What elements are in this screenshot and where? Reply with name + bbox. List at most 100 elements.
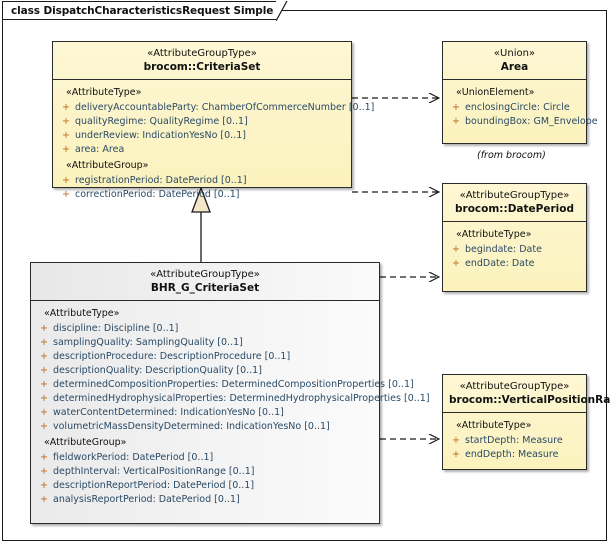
class-header-verticalpositionrange: «AttributeGroupType» brocom::VerticalPos… [443,375,611,413]
class-stereotype: «Union» [493,48,536,59]
attribute-signature: waterContentDetermined: IndicationYesNo … [53,407,284,418]
attribute-signature: descriptionQuality: DescriptionQuality [… [53,365,262,376]
attribute-row: + correctionPeriod: DatePeriod [0..1] [57,188,347,202]
visibility-marker: + [452,435,460,446]
attribute-signature: begindate: Date [465,244,542,255]
visibility-marker: + [62,175,70,186]
attribute-signature: analysisReportPeriod: DatePeriod [0..1] [53,494,240,505]
visibility-marker: + [40,337,48,348]
diagram-title: class DispatchCharacteristicsRequest Sim… [11,4,274,17]
class-stereotype: «AttributeGroupType» [459,190,570,201]
visibility-marker: + [40,421,48,432]
class-name: brocom::VerticalPositionRange [449,394,611,406]
class-box-dateperiod[interactable]: «AttributeGroupType» brocom::DatePeriod … [442,183,587,292]
class-note-area: (from brocom) [477,150,546,161]
attribute-row: + analysisReportPeriod: DatePeriod [0..1… [35,493,375,507]
visibility-marker: + [40,480,48,491]
attribute-row: + qualityRegime: QualityRegime [0..1] [57,115,347,129]
attribute-signature: determinedHydrophysicalProperties: Deter… [53,393,430,404]
attribute-signature: enclosingCircle: Circle [465,102,570,113]
class-box-verticalpositionrange[interactable]: «AttributeGroupType» brocom::VerticalPos… [442,374,611,470]
attribute-group-label: «AttributeType» [456,229,532,240]
class-header-area: «Union» Area [443,42,586,80]
class-stereotype: «AttributeGroupType» [459,381,570,392]
attribute-signature: qualityRegime: QualityRegime [0..1] [75,116,248,127]
attribute-row: + begindate: Date [447,243,582,257]
visibility-marker: + [452,102,460,113]
visibility-marker: + [40,466,48,477]
visibility-marker: + [62,130,70,141]
attribute-group-label: «AttributeType» [66,87,142,98]
diagram-title-tab: class DispatchCharacteristicsRequest Sim… [2,1,288,21]
attribute-row: + deliveryAccountableParty: ChamberOfCom… [57,101,374,115]
class-name: Area [500,61,529,73]
attribute-row: + determinedHydrophysicalProperties: Det… [35,392,430,406]
class-body-area: «UnionElement» + enclosingCircle: Circle… [443,80,598,135]
visibility-marker: + [62,189,70,200]
attribute-row: + volumetricMassDensityDetermined: Indic… [35,420,375,434]
attribute-signature: fieldworkPeriod: DatePeriod [0..1] [53,452,214,463]
attribute-group-label: «AttributeType» [44,308,120,319]
attribute-row: + depthInterval: VerticalPositionRange [… [35,465,375,479]
attribute-signature: endDepth: Measure [465,449,559,460]
class-body-bhr-g-criteriaset: «AttributeType» + discipline: Discipline… [31,301,430,513]
tab-slant-decoration [276,1,288,21]
attribute-signature: descriptionReportPeriod: DatePeriod [0..… [53,480,255,491]
class-body-dateperiod: «AttributeType» + begindate: Date + endD… [443,222,586,277]
class-body-criteriaset: «AttributeType» + deliveryAccountablePar… [53,80,374,208]
attribute-signature: determinedCompositionProperties: Determi… [53,379,414,390]
class-box-area[interactable]: «Union» Area «UnionElement» + enclosingC… [442,41,598,144]
visibility-marker: + [452,244,460,255]
visibility-marker: + [40,393,48,404]
attribute-row: + area: Area [57,143,347,157]
diagram-frame [2,10,607,541]
attribute-signature: registrationPeriod: DatePeriod [0..1] [75,175,247,186]
class-name: brocom::DatePeriod [455,203,574,215]
visibility-marker: + [40,407,48,418]
class-body-verticalpositionrange: «AttributeType» + startDepth: Measure + … [443,413,586,468]
class-name: BHR_G_CriteriaSet [150,282,260,294]
attribute-group-label: «AttributeGroup» [44,437,127,448]
attribute-row: + underReview: IndicationYesNo [0..1] [57,129,347,143]
attribute-row: + fieldworkPeriod: DatePeriod [0..1] [35,451,375,465]
attribute-row: + waterContentDetermined: IndicationYesN… [35,406,375,420]
class-header-bhr-g-criteriaset: «AttributeGroupType» BHR_G_CriteriaSet [31,263,379,301]
attribute-row: + enclosingCircle: Circle [447,101,582,115]
attribute-signature: boundingBox: GM_Envelope [465,116,598,127]
class-stereotype: «AttributeGroupType» [147,48,257,59]
attribute-signature: volumetricMassDensityDetermined: Indicat… [53,421,330,432]
attribute-group-label: «AttributeGroup» [66,160,149,171]
visibility-marker: + [452,116,460,127]
attribute-row: + boundingBox: GM_Envelope [447,115,598,129]
attribute-signature: descriptionProcedure: DescriptionProcedu… [53,351,291,362]
attribute-signature: samplingQuality: SamplingQuality [0..1] [53,337,243,348]
class-stereotype: «AttributeGroupType» [150,269,260,280]
attribute-row: + determinedCompositionProperties: Deter… [35,378,414,392]
visibility-marker: + [40,452,48,463]
attribute-signature: underReview: IndicationYesNo [0..1] [75,130,246,141]
attribute-row: + discipline: Discipline [0..1] [35,322,375,336]
visibility-marker: + [62,144,70,155]
class-header-criteriaset: «AttributeGroupType» brocom::CriteriaSet [53,42,351,80]
attribute-signature: deliveryAccountableParty: ChamberOfComme… [75,102,375,113]
class-header-dateperiod: «AttributeGroupType» brocom::DatePeriod [443,184,586,222]
attribute-row: + registrationPeriod: DatePeriod [0..1] [57,174,347,188]
attribute-row: + startDepth: Measure [447,434,582,448]
visibility-marker: + [62,116,70,127]
attribute-signature: endDate: Date [465,258,535,269]
attribute-group-label: «UnionElement» [456,87,535,98]
attribute-row: + endDate: Date [447,257,582,271]
visibility-marker: + [40,351,48,362]
visibility-marker: + [40,379,48,390]
class-box-bhr-g-criteriaset[interactable]: «AttributeGroupType» BHR_G_CriteriaSet «… [30,262,430,524]
class-name: brocom::CriteriaSet [143,61,261,73]
attribute-signature: correctionPeriod: DatePeriod [0..1] [75,189,240,200]
attribute-row: + descriptionReportPeriod: DatePeriod [0… [35,479,375,493]
visibility-marker: + [40,365,48,376]
visibility-marker: + [62,102,70,113]
class-box-criteriaset[interactable]: «AttributeGroupType» brocom::CriteriaSet… [52,41,374,200]
attribute-signature: discipline: Discipline [0..1] [53,323,179,334]
attribute-signature: depthInterval: VerticalPositionRange [0.… [53,466,255,477]
attribute-row: + samplingQuality: SamplingQuality [0..1… [35,336,375,350]
